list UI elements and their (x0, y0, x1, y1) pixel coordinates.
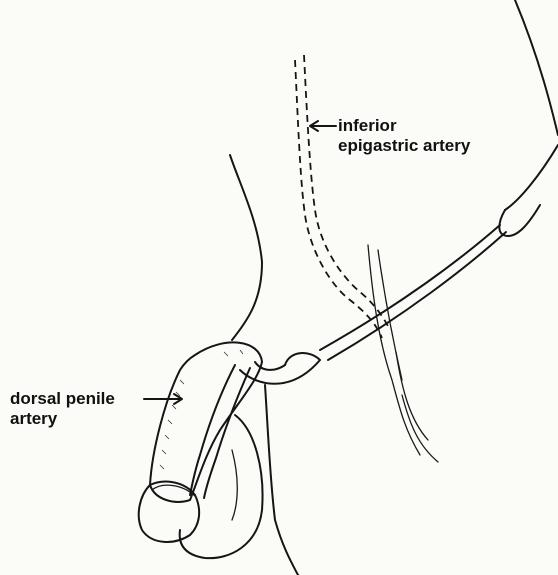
thigh-outline (265, 385, 298, 575)
bypass-vessel-lower (328, 232, 506, 360)
dorsal-penile-label: dorsal penile artery (10, 389, 115, 429)
dorsal-penile-artery (190, 365, 235, 495)
scrotum-inner (232, 450, 237, 520)
inferior-epigastric-artery-2 (304, 55, 390, 330)
inferior-epigastric-artery (295, 60, 382, 338)
penis-shaft (150, 342, 262, 501)
flank-outline (515, 0, 558, 135)
dorsal-penile-label-line1: dorsal penile (10, 389, 115, 409)
inferior-epigastric-label-line1: inferior (338, 116, 470, 136)
abdomen-outline-left (230, 155, 262, 340)
flank-curve (505, 145, 558, 210)
dorsal-penile-artery-2 (204, 368, 250, 498)
bypass-vessel-upper (320, 225, 500, 350)
dorsal-penile-label-line2: artery (10, 409, 115, 429)
groin-line-1 (368, 245, 420, 455)
inferior-epigastric-label: inferior epigastric artery (338, 116, 470, 156)
glans-rim (152, 485, 195, 496)
inferior-epigastric-label-line2: epigastric artery (338, 136, 470, 156)
